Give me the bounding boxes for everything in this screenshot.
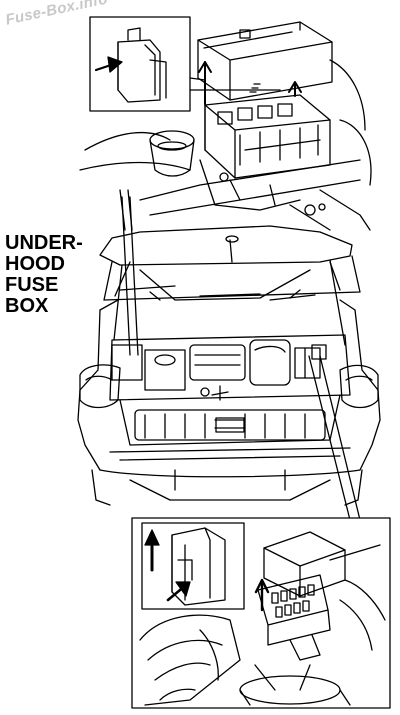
top-latch-inset [89, 16, 281, 112]
fuse-box-top [197, 21, 333, 179]
fuse-box-pointer-lines [121, 196, 361, 521]
label-line-1: UNDER- [5, 232, 83, 254]
underhood-fuse-box-label: UNDER- HOOD FUSE BOX [5, 233, 83, 317]
label-line-3: FUSE [5, 274, 59, 296]
vehicle-front [77, 225, 381, 506]
bottom-latch-inset [141, 522, 245, 610]
label-line-4: BOX [5, 295, 49, 317]
label-line-2: HOOD [5, 253, 65, 275]
top-engine-bay-scene [79, 59, 372, 231]
